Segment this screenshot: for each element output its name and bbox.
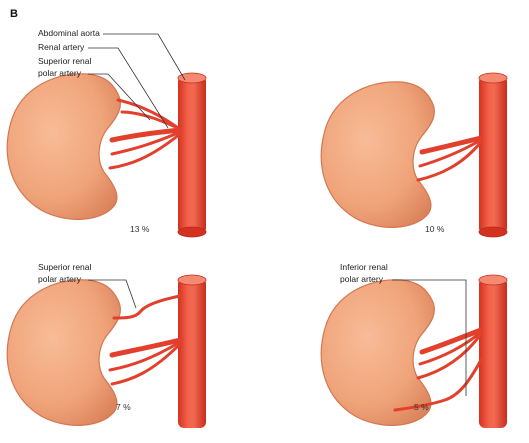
aorta — [479, 73, 507, 237]
percent-label: 10 % — [425, 224, 445, 234]
panel-bottom-left: 7 % Superior renal polar artery — [7, 262, 206, 428]
label-superior-polar-b-2: polar artery — [38, 274, 82, 284]
label-superior-polar-b-1: Superior renal — [38, 262, 92, 272]
aorta — [479, 275, 507, 428]
panel-letter: B — [10, 8, 18, 20]
percent-label: 13 % — [130, 224, 150, 234]
renal-arteries — [418, 138, 481, 180]
aorta — [178, 73, 206, 237]
renal-arteries — [110, 100, 180, 168]
percent-label: 7 % — [116, 402, 131, 412]
aorta — [178, 275, 206, 428]
panel-top-right: 10 % — [321, 73, 507, 237]
percent-label: 5 % — [414, 402, 429, 412]
kidney — [7, 74, 120, 220]
label-inferior-polar-1: Inferior renal — [340, 262, 388, 272]
label-superior-polar-1: Superior renal — [38, 56, 92, 66]
label-renal-artery: Renal artery — [38, 42, 85, 52]
label-superior-polar-2: polar artery — [38, 68, 82, 78]
label-inferior-polar-2: polar artery — [340, 274, 384, 284]
kidney — [321, 82, 434, 228]
label-abdominal-aorta: Abdominal aorta — [38, 28, 100, 38]
panel-bottom-right: 5 % Inferior renal polar artery — [321, 262, 507, 428]
leader-abdominal-aorta — [103, 34, 185, 80]
panel-top-left: 13 % Abdominal aorta Renal artery Superi… — [7, 28, 206, 237]
kidney — [7, 280, 120, 426]
